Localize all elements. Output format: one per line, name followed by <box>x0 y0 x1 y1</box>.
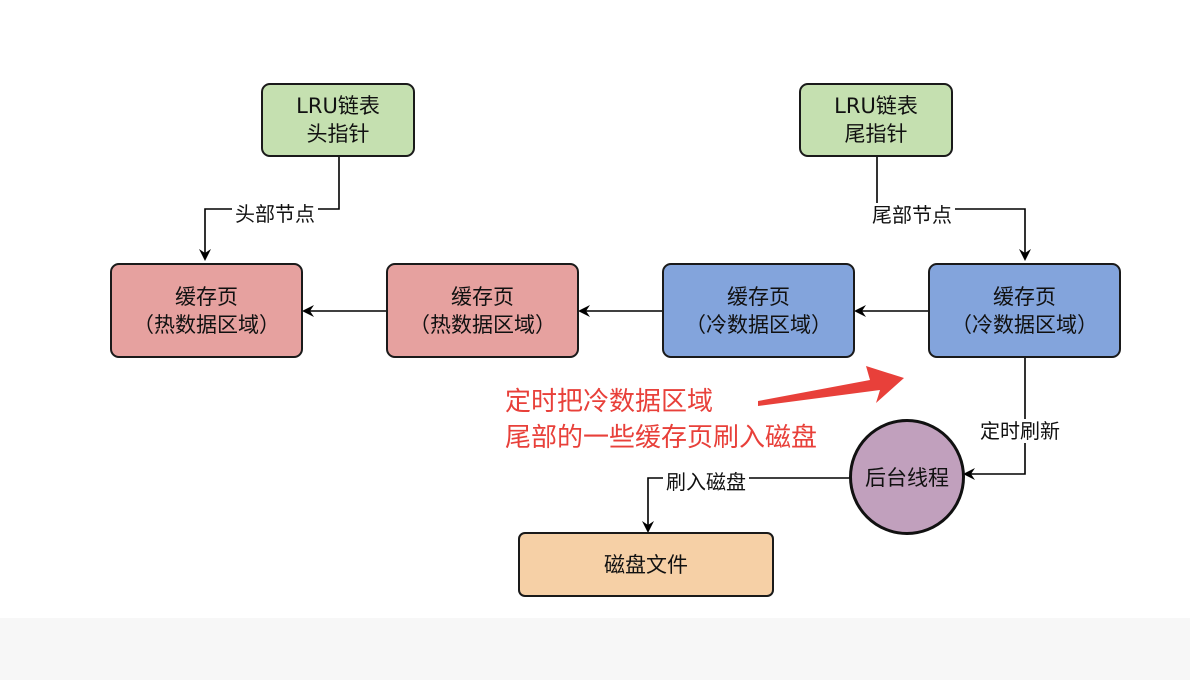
cache-page-cold-1: 缓存页 （冷数据区域） <box>662 263 855 358</box>
cache-page-cold-2: 缓存页 （冷数据区域） <box>928 263 1121 358</box>
flush-annotation-line1: 定时把冷数据区域 <box>505 387 714 417</box>
cache-page-title: 缓存页 <box>451 284 514 309</box>
disk-file: 磁盘文件 <box>518 532 774 597</box>
head-node-label: 头部节点 <box>232 202 318 226</box>
cache-page-hot-2: 缓存页 （热数据区域） <box>386 263 579 358</box>
cache-page-region: （冷数据区域） <box>685 312 832 337</box>
flush-annotation: 定时把冷数据区域 尾部的一些缓存页刷入磁盘 <box>505 384 817 456</box>
lru-tail-pointer-line1: LRU链表 <box>834 94 918 118</box>
cache-page-title: 缓存页 <box>993 284 1056 309</box>
lru-tail-pointer-line2: 尾指针 <box>844 122 908 146</box>
annotation-arrow <box>758 366 904 406</box>
disk-file-label: 磁盘文件 <box>604 552 688 577</box>
lru-head-pointer-line1: LRU链表 <box>296 94 380 118</box>
flush-to-disk-label: 刷入磁盘 <box>663 470 749 494</box>
cache-page-region: （热数据区域） <box>409 312 556 337</box>
cache-page-title: 缓存页 <box>727 284 790 309</box>
cache-page-hot-1: 缓存页 （热数据区域） <box>110 263 303 358</box>
timer-refresh-label: 定时刷新 <box>977 419 1063 443</box>
timer-connector <box>963 358 1026 480</box>
canvas-bottom-band <box>0 618 1190 680</box>
background-thread: 后台线程 <box>849 419 965 535</box>
flush-connector <box>642 477 850 533</box>
cache-page-region: （热数据区域） <box>133 312 280 337</box>
cache-page-title: 缓存页 <box>175 284 238 309</box>
lru-tail-pointer: LRU链表 尾指针 <box>799 83 953 157</box>
cache-page-region: （冷数据区域） <box>951 312 1098 337</box>
background-thread-label: 后台线程 <box>865 466 949 490</box>
lru-head-pointer-line2: 头指针 <box>306 122 370 146</box>
lru-head-pointer: LRU链表 头指针 <box>261 83 415 157</box>
tail-node-label: 尾部节点 <box>869 203 955 227</box>
flush-annotation-line2: 尾部的一些缓存页刷入磁盘 <box>505 423 818 453</box>
